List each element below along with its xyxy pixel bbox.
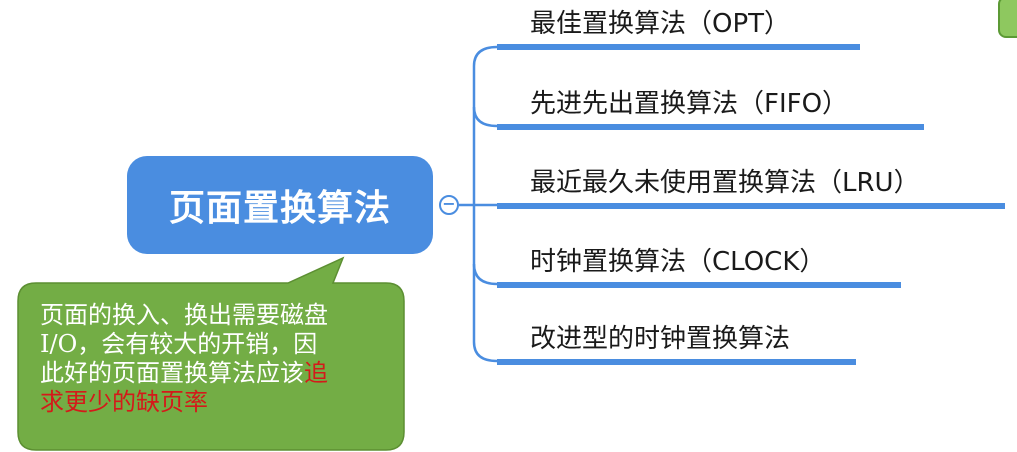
branch-node-clock[interactable]: 时钟置换算法（CLOCK） <box>497 238 901 288</box>
branch-underline <box>497 203 1005 209</box>
branch-label: 最佳置换算法（OPT） <box>530 9 791 39</box>
callout-line: 此好的页面置换算法应该追 <box>40 359 390 388</box>
branch-label: 最近最久未使用置换算法（LRU） <box>530 168 920 198</box>
branch-label: 时钟置换算法（CLOCK） <box>530 247 826 277</box>
branch-node-fifo[interactable]: 先进先出置换算法（FIFO） <box>497 80 924 130</box>
callout-note-text: 页面的换入、换出需要磁盘 I/O，会有较大的开销，因 此好的页面置换算法应该追 … <box>40 301 390 417</box>
branch-label: 先进先出置换算法（FIFO） <box>530 89 849 119</box>
callout-line-highlight: 求更少的缺页率 <box>40 388 208 416</box>
branch-node-improved-clock[interactable]: 改进型的时钟置换算法 <box>497 315 856 365</box>
branch-node-opt[interactable]: 最佳置换算法（OPT） <box>497 0 860 50</box>
branch-underline <box>497 282 901 288</box>
note-corner-shape <box>998 0 1017 38</box>
branch-underline <box>497 359 856 365</box>
root-node[interactable]: 页面置换算法 <box>127 156 433 254</box>
branch-underline <box>497 124 924 130</box>
callout-line: 页面的换入、换出需要磁盘 <box>40 301 328 329</box>
root-node-label: 页面置换算法 <box>168 188 391 229</box>
callout-text-highlight: 追 <box>304 359 328 387</box>
branch-underline <box>497 44 860 50</box>
collapse-toggle-icon[interactable]: − <box>439 195 459 215</box>
branch-label: 改进型的时钟置换算法 <box>530 324 791 354</box>
branch-node-lru[interactable]: 最近最久未使用置换算法（LRU） <box>497 159 1005 209</box>
callout-line: I/O，会有较大的开销，因 <box>40 330 318 358</box>
callout-text-plain: 此好的页面置换算法应该 <box>40 359 304 387</box>
